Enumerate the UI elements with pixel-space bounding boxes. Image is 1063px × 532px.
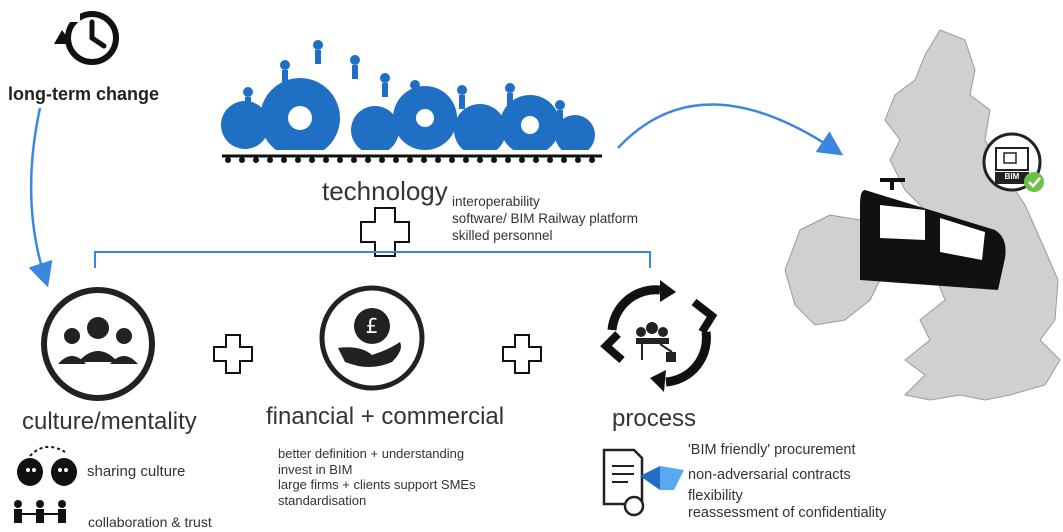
rail-sleeper: [393, 157, 399, 163]
contract-handshake-icon: [602, 448, 684, 517]
financial-label: financial + commercial: [266, 403, 505, 430]
rail-sleeper: [323, 157, 329, 163]
rail-sleeper: [533, 157, 539, 163]
connector-bracket: [94, 251, 651, 268]
rail-sleeper: [449, 157, 455, 163]
arrow-to-map: [617, 103, 844, 156]
arrow-to-culture: [28, 107, 53, 288]
rail-sleeper: [491, 157, 497, 163]
process-item: flexibility: [688, 488, 743, 504]
rail-sleeper: [463, 157, 469, 163]
rail-sleeper: [505, 157, 511, 163]
clock-icon: [54, 11, 119, 65]
rail-sleeper: [407, 157, 413, 163]
rail-sleeper: [337, 157, 343, 163]
rail-sleeper: [561, 157, 567, 163]
financial-items: better definition + understanding invest…: [278, 446, 476, 508]
culture-item: collaboration & trust: [88, 514, 212, 530]
culture-label: culture/mentality: [22, 408, 197, 435]
gears-people-illustration: [221, 40, 595, 158]
rail-sleeper: [547, 157, 553, 163]
rail-sleeper: [365, 157, 371, 163]
rail-sleeper: [267, 157, 273, 163]
plus-icon-2: [502, 334, 542, 374]
pound-hand-icon: £: [319, 285, 425, 391]
financial-item: better definition + understanding: [278, 446, 465, 461]
rail-sleeper: [589, 157, 595, 163]
long-term-change-label: long-term change: [8, 84, 160, 104]
process-item: 'BIM friendly' procurement: [688, 442, 856, 458]
process-item: non-adversarial contracts: [688, 467, 851, 483]
rail-sleeper: [281, 157, 287, 163]
plus-icon-1: [213, 334, 253, 374]
rail-sleeper: [379, 157, 385, 163]
financial-item: standardisation: [278, 492, 367, 508]
people-group-icon: [41, 287, 155, 401]
rail-sleeper: [519, 157, 525, 163]
rail-sleeper: [225, 157, 231, 163]
financial-item: large firms + clients support SMEs: [278, 477, 476, 492]
rail-sleeper: [351, 157, 357, 163]
rail-sleeper: [421, 157, 427, 163]
svg-text:£: £: [366, 314, 379, 338]
rail-sleeper: [295, 157, 301, 163]
sharing-heads-icon: [17, 445, 77, 486]
rail-sleeper: [239, 157, 245, 163]
train-icon: [860, 178, 1006, 290]
process-item: reassessment of confidentiality: [688, 505, 887, 521]
process-cycle-icon: [600, 280, 718, 392]
rail-sleeper: [477, 157, 483, 163]
process-label: process: [612, 405, 697, 432]
rail-sleepers: [225, 157, 595, 163]
financial-item: invest in BIM: [278, 461, 353, 477]
collaboration-people-icon: [14, 500, 66, 523]
rail-sleeper: [435, 157, 441, 163]
technology-item: interoperability: [452, 194, 540, 209]
rail-sleeper: [575, 157, 581, 163]
culture-item: sharing culture: [87, 463, 186, 480]
technology-items: interoperability software/ BIM Railway p…: [452, 193, 638, 244]
plus-icon-technology: [360, 207, 410, 257]
technology-item: software/ BIM Railway platform: [452, 211, 639, 226]
technology-label: technology: [322, 176, 448, 206]
bim-monitor-icon: [982, 132, 1044, 192]
bim-badge-label: BIM: [1004, 172, 1020, 181]
rail-sleeper: [309, 157, 315, 163]
technology-item: skilled personnel: [452, 228, 553, 243]
process-items: 'BIM friendly' procurement non-adversari…: [688, 440, 886, 522]
rail-sleeper: [253, 157, 259, 163]
